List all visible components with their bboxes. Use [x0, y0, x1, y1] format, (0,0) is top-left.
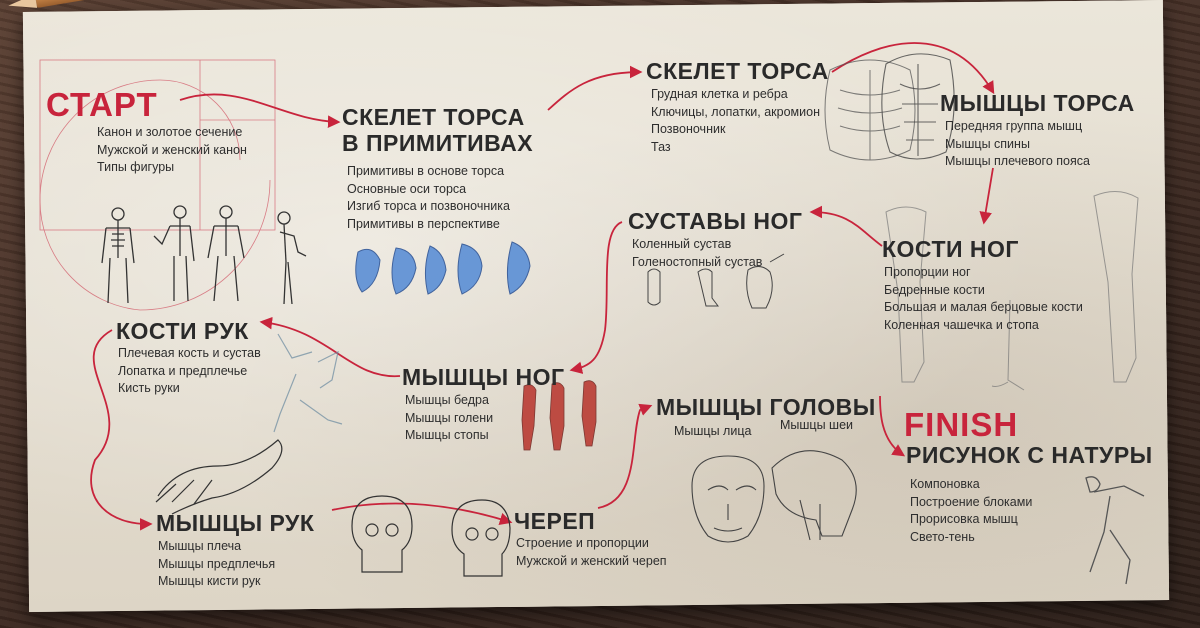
list-item: Свето-тень: [910, 529, 975, 544]
head-muscles-face-label: Мышцы лица: [674, 424, 752, 438]
section-start-list: Канон и золотое сечение Мужской и женски…: [97, 124, 247, 177]
head-muscles-neck-label: Мышцы шеи: [780, 418, 854, 432]
list-item: Большая и малая берцовые кости: [884, 300, 1083, 314]
section-arm-muscles-list: Мышцы плеча Мышцы предплечья Мышцы кисти…: [158, 538, 275, 591]
section-torso-skeleton-title: СКЕЛЕТ ТОРСА: [646, 58, 829, 84]
list-item: Плечевая кость и сустав: [118, 346, 261, 360]
list-item: Мышцы голени: [405, 410, 494, 425]
list-item: Компоновка: [910, 477, 980, 491]
section-leg-bones-list: Пропорции ног Бедренные кости Большая и …: [884, 264, 1083, 334]
list-item: Изгиб торса и позвоночника: [347, 199, 510, 213]
list-item: Мышцы кисти рук: [158, 574, 261, 588]
list-item: Мышцы стопы: [405, 428, 489, 442]
list-item: Основные оси торса: [347, 181, 467, 196]
section-skull-title: ЧЕРЕП: [514, 508, 596, 534]
section-torso-muscles-list: Передняя группа мышц Мышцы спины Мышцы п…: [945, 118, 1090, 171]
list-item: Мужской и женский череп: [516, 553, 667, 568]
figure-sketch: [1085, 476, 1145, 585]
list-item: Примитивы в основе торса: [347, 164, 505, 178]
section-torso-primitives-title-2: В ПРИМИТИВАХ: [342, 130, 534, 156]
list-item: Типы фигуры: [97, 160, 175, 174]
section-torso-primitives-list: Примитивы в основе торса Основные оси то…: [347, 163, 510, 233]
section-finish-title: FINISH: [904, 406, 1019, 443]
skeleton-figures: [101, 205, 307, 305]
list-item: Лопатка и предплечье: [118, 363, 248, 378]
section-finish-subtitle: РИСУНОК С НАТУРЫ: [906, 442, 1153, 468]
torso-primitives: [355, 241, 531, 295]
hand-sketch: [155, 439, 283, 515]
list-item: Мышцы плеча: [158, 539, 242, 553]
section-skull-list: Строение и пропорции Мужской и женский ч…: [516, 535, 667, 570]
leg-joints-sketch: [647, 253, 785, 309]
head-muscles-sketch: [691, 450, 857, 543]
section-head-muscles-title: МЫШЦЫ ГОЛОВЫ: [656, 394, 876, 420]
section-finish-list: Компоновка Построение блоками Прорисовка…: [910, 476, 1032, 546]
list-item: Мышцы плечевого пояса: [945, 154, 1090, 168]
leg-muscles-sketch: [521, 380, 597, 451]
leg-bones-sketch: [885, 191, 1139, 391]
list-item: Голеностопный сустав: [632, 254, 763, 269]
torso-skeleton-sketch: [824, 59, 916, 161]
route-arrow: [90, 42, 995, 531]
list-item: Мышцы спины: [945, 136, 1030, 151]
list-item: Примитивы в перспективе: [347, 216, 500, 231]
section-leg-joints-list: Коленный сустав Голеностопный сустав: [632, 236, 762, 271]
arm-bones-sketch: [273, 333, 343, 433]
torso-muscles-sketch: [881, 53, 955, 160]
list-item: Мышцы бедра: [405, 393, 489, 407]
section-leg-joints-title: СУСТАВЫ НОГ: [628, 208, 803, 234]
list-item: Грудная клетка и ребра: [651, 87, 788, 101]
list-item: Мышцы предплечья: [158, 556, 276, 571]
list-item: Бедренные кости: [884, 282, 985, 297]
list-item: Мужской и женский канон: [97, 142, 247, 157]
list-item: Построение блоками: [910, 494, 1033, 509]
section-start-title: СТАРТ: [46, 86, 158, 123]
list-item: Строение и пропорции: [516, 536, 649, 550]
section-arm-muscles-title: МЫШЦЫ РУК: [156, 510, 315, 536]
list-item: Канон и золотое сечение: [97, 125, 243, 139]
list-item: Коленная чашечка и стопа: [884, 317, 1039, 332]
list-item: Пропорции ног: [884, 265, 971, 279]
section-torso-primitives-title-1: СКЕЛЕТ ТОРСА: [342, 104, 525, 130]
list-item: Таз: [651, 139, 671, 154]
section-leg-muscles-title: МЫШЦЫ НОГ: [402, 364, 565, 390]
list-item: Ключицы, лопатки, акромион: [651, 104, 820, 119]
golden-ratio-spiral: [39, 59, 276, 311]
list-item: Кисть руки: [118, 381, 180, 395]
section-leg-muscles-list: Мышцы бедра Мышцы голени Мышцы стопы: [405, 392, 493, 445]
list-item: Позвоночник: [651, 122, 726, 136]
section-torso-skeleton-list: Грудная клетка и ребра Ключицы, лопатки,…: [651, 86, 820, 156]
section-leg-bones-title: КОСТИ НОГ: [882, 236, 1019, 262]
section-arm-bones-title: КОСТИ РУК: [116, 318, 249, 344]
list-item: Прорисовка мышц: [910, 512, 1018, 526]
skull-sketch: [351, 495, 511, 577]
section-arm-bones-list: Плечевая кость и сустав Лопатка и предпл…: [118, 345, 261, 398]
section-torso-muscles-title: МЫШЦЫ ТОРСА: [940, 90, 1135, 116]
list-item: Коленный сустав: [632, 237, 732, 251]
list-item: Передняя группа мышц: [945, 119, 1083, 133]
